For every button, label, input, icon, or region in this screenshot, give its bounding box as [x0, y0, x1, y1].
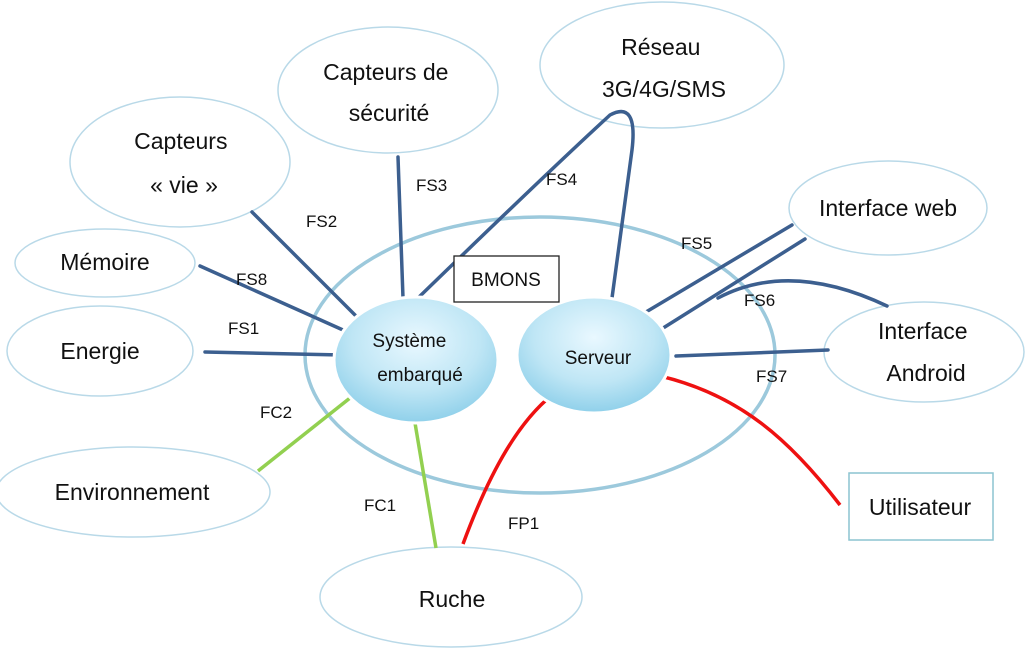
interface-android-line2: Android — [886, 360, 965, 386]
bmons-label-box — [453, 255, 560, 303]
node-utilisateur — [848, 472, 994, 541]
node-capteurs-vie — [69, 96, 291, 228]
node-energie — [6, 305, 194, 397]
node-environnement — [0, 446, 271, 538]
link-fs7 — [674, 348, 830, 358]
fs7-label: FS7 — [756, 367, 787, 386]
systeme-embarque-label: Système embarqué — [372, 331, 462, 386]
fs6-label: FS6 — [744, 291, 775, 310]
interface-web-label: Interface web — [819, 195, 957, 221]
node-memoire — [14, 228, 196, 298]
serveur-label: Serveur — [565, 348, 632, 369]
interface-android-line1: Interface — [878, 318, 968, 344]
link-fs6 — [716, 279, 889, 308]
capteurs-vie-line1: Capteurs — [134, 128, 227, 154]
fs2-label: FS2 — [306, 212, 337, 231]
fc2-label: FC2 — [260, 403, 292, 422]
systeme-embarque-line1: Système — [372, 331, 446, 352]
ruche-label: Ruche — [419, 586, 485, 612]
reseau-label-line1: Réseau — [621, 34, 700, 60]
reseau-label: Réseau 3G/4G/SMS — [602, 34, 726, 102]
capteurs-securite-line2: sécurité — [349, 100, 430, 126]
capteurs-securite-line1: Capteurs de — [323, 59, 448, 85]
capteurs-vie-line2: « vie » — [150, 172, 218, 198]
link-fc2 — [256, 396, 352, 473]
link-fs4 — [416, 109, 635, 300]
node-ruche — [319, 546, 583, 648]
fs4-label: FS4 — [546, 170, 577, 189]
interface-android-label: Interface Android — [878, 318, 974, 386]
fs1-label: FS1 — [228, 319, 259, 338]
capteurs-vie-label: Capteurs « vie » — [134, 128, 234, 198]
reseau-label-line2: 3G/4G/SMS — [602, 76, 726, 102]
bmons-label: BMONS — [471, 270, 541, 291]
memoire-label: Mémoire — [60, 249, 149, 275]
link-fs5 — [644, 223, 794, 314]
systeme-embarque-line2: embarqué — [377, 365, 463, 386]
link-fc1 — [413, 422, 438, 549]
link-fs3 — [396, 155, 405, 300]
node-systeme-embarque — [332, 295, 500, 425]
fc1-label: FC1 — [364, 496, 396, 515]
environnement-label: Environnement — [55, 479, 210, 505]
node-interface-android — [823, 301, 1025, 403]
fs8-label: FS8 — [236, 270, 267, 289]
node-interface-web — [788, 160, 988, 256]
link-fs1 — [203, 350, 344, 357]
capteurs-securite-label: Capteurs de sécurité — [323, 59, 455, 126]
link-fs8 — [198, 264, 345, 332]
utilisateur-label: Utilisateur — [869, 494, 972, 520]
node-reseau — [539, 1, 785, 129]
fp1-label: FP1 — [508, 514, 539, 533]
fs5-label: FS5 — [681, 234, 712, 253]
link-fs5-b — [658, 237, 807, 332]
fs3-label: FS3 — [416, 176, 447, 195]
node-serveur — [515, 295, 673, 415]
node-capteurs-securite — [277, 26, 499, 154]
link-fs2 — [250, 210, 360, 320]
energie-label: Energie — [60, 338, 139, 364]
